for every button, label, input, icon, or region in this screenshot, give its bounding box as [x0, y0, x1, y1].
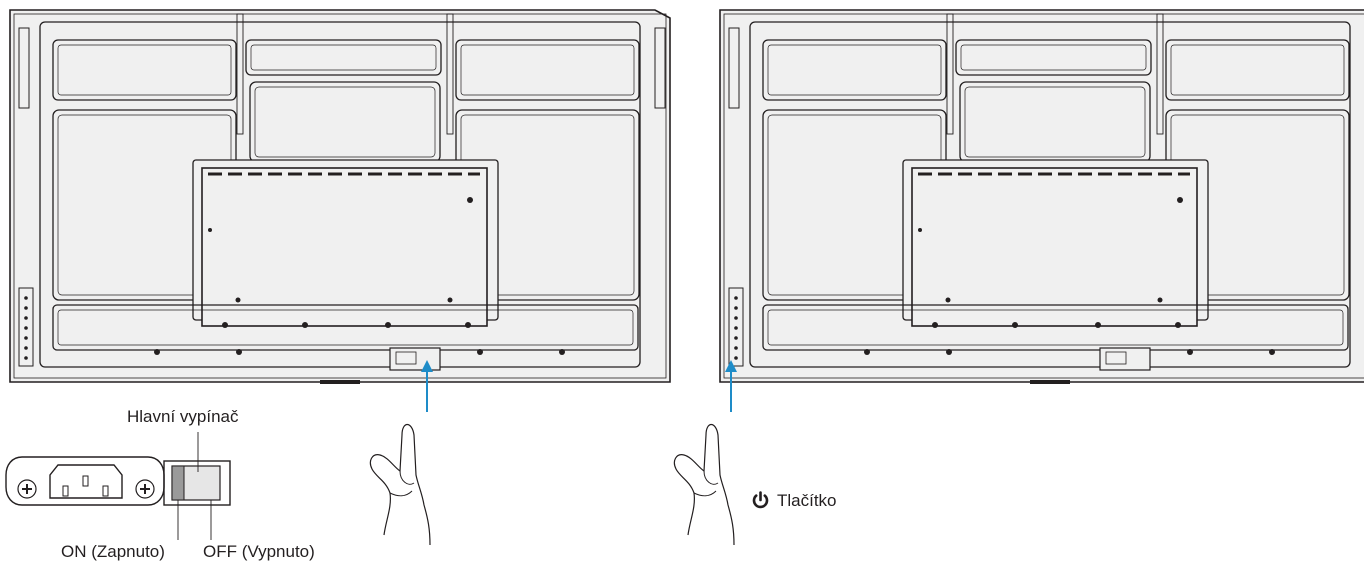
monitor-back-right [718, 8, 1364, 386]
ac-power-inlet-icon [5, 456, 165, 506]
switch-on-label: ON (Zapnuto) [61, 542, 165, 561]
monitor-back-left [8, 8, 672, 386]
power-button-label: Tlačítko [777, 490, 837, 510]
main-switch-label: Hlavní vypínač [127, 407, 239, 426]
power-button-label-group: Tlačítko [752, 491, 837, 509]
arrow-to-main-switch [421, 360, 433, 412]
switch-off-label: OFF (Vypnuto) [203, 542, 315, 561]
arrow-to-power-button [725, 360, 737, 412]
pointing-hand-icon [369, 423, 431, 546]
power-icon [752, 491, 769, 509]
rocker-switch-icon [163, 432, 231, 540]
pointing-hand-icon [673, 423, 735, 546]
